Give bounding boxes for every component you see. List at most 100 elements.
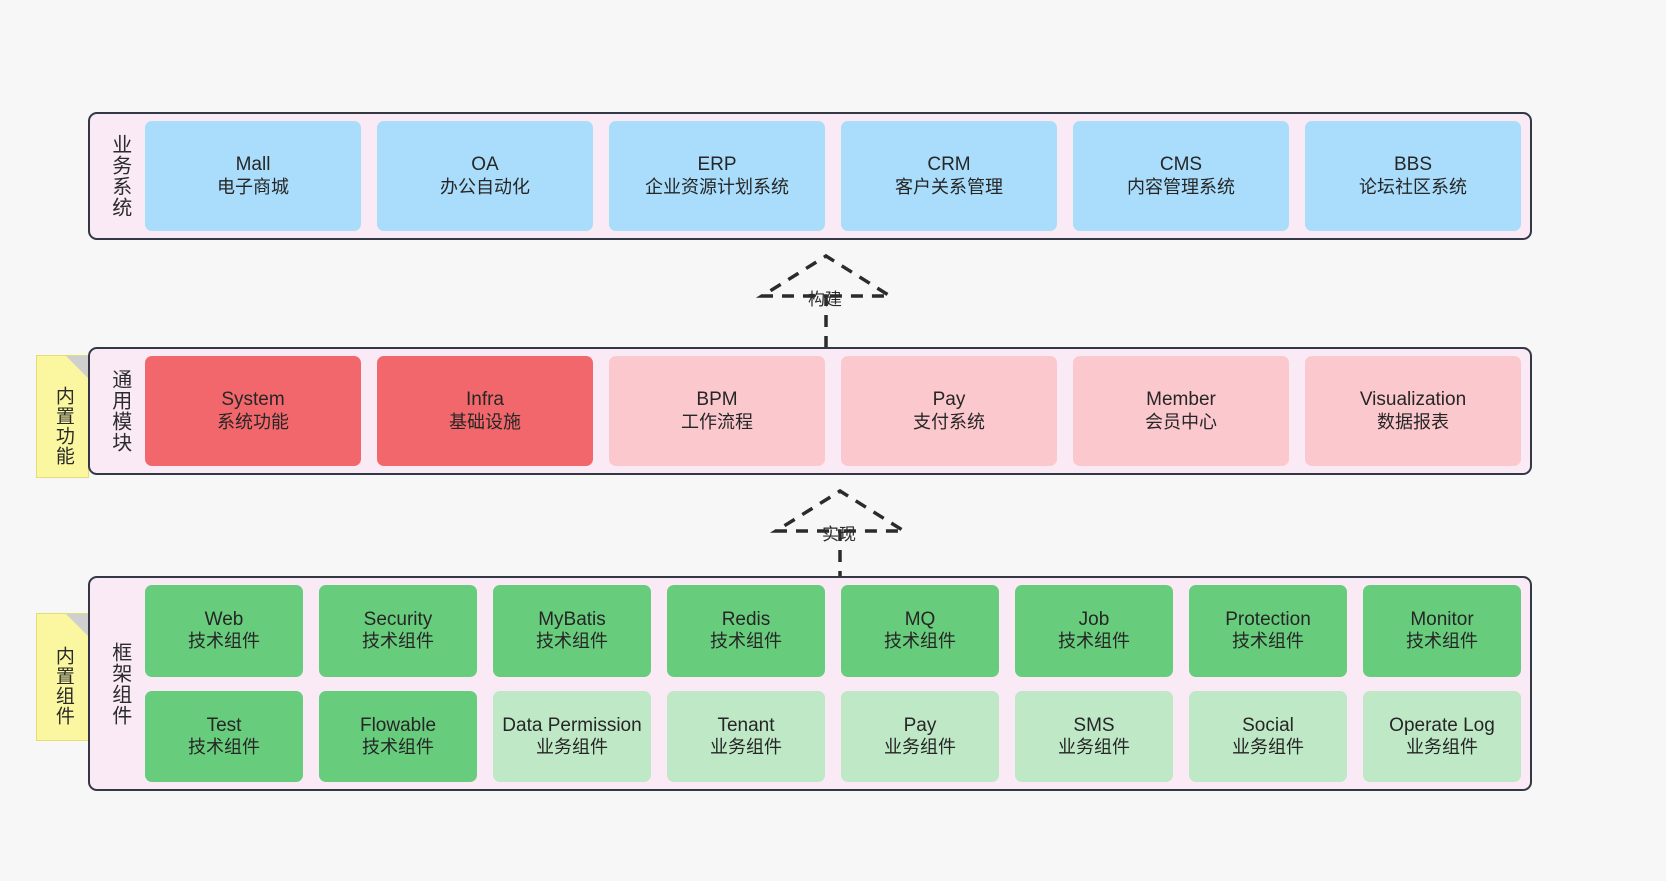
component-box-sms[interactable]: SMS 业务组件	[1015, 690, 1173, 782]
module-title: CMS	[1159, 154, 1203, 176]
module-box-cms[interactable]: CMS 内容管理系统	[1073, 121, 1289, 231]
section-label-common-modules: 通用模块	[108, 369, 131, 453]
component-subtitle: 技术组件	[884, 631, 956, 652]
section-common-modules: 通用模块 System 系统功能 Infra 基础设施 BPM 工作流程 Pay…	[88, 347, 1532, 475]
component-title: SMS	[1073, 714, 1115, 736]
module-box-mall[interactable]: Mall 电子商城	[145, 121, 361, 231]
module-title: BBS	[1393, 154, 1433, 176]
module-title: Member	[1146, 389, 1216, 411]
connector-implement-arrow	[769, 488, 911, 583]
component-title: Operate Log	[1389, 714, 1495, 736]
connector-build-arrow	[755, 253, 897, 348]
component-title: Flowable	[359, 714, 437, 736]
module-subtitle: 数据报表	[1377, 411, 1449, 432]
component-subtitle: 技术组件	[1232, 631, 1304, 652]
component-subtitle: 技术组件	[188, 631, 260, 652]
component-box-security[interactable]: Security 技术组件	[319, 585, 477, 677]
component-box-mq[interactable]: MQ 技术组件	[841, 585, 999, 677]
component-subtitle: 技术组件	[536, 631, 608, 652]
module-box-member[interactable]: Member 会员中心	[1073, 356, 1289, 466]
component-title: Tenant	[717, 714, 775, 736]
component-title: MyBatis	[538, 609, 606, 631]
component-subtitle: 业务组件	[884, 736, 956, 757]
section-label-framework-components: 框架组件	[108, 641, 131, 726]
module-title: BPM	[696, 389, 738, 411]
module-box-oa[interactable]: OA 办公自动化	[377, 121, 593, 231]
module-subtitle: 工作流程	[681, 411, 753, 432]
sticky-note-builtin-features: 内置功能	[36, 355, 89, 478]
component-title: Test	[206, 714, 242, 736]
component-title: Protection	[1225, 609, 1311, 631]
module-title: Infra	[465, 389, 505, 411]
module-box-bpm[interactable]: BPM 工作流程	[609, 356, 825, 466]
module-subtitle: 系统功能	[217, 411, 289, 432]
component-box-pay[interactable]: Pay 业务组件	[841, 690, 999, 782]
component-title: Pay	[903, 714, 937, 736]
module-subtitle: 电子商城	[217, 176, 289, 197]
connector-implement: 实现	[769, 487, 920, 587]
component-title: Data Permission	[502, 714, 642, 736]
component-subtitle: 技术组件	[1058, 631, 1130, 652]
component-subtitle: 技术组件	[362, 631, 434, 652]
component-subtitle: 业务组件	[536, 736, 608, 757]
box-row: Web 技术组件 Security 技术组件 MyBatis 技术组件 Redi…	[145, 585, 1521, 677]
module-box-bbs[interactable]: BBS 论坛社区系统	[1305, 121, 1521, 231]
component-box-operate-log[interactable]: Operate Log 业务组件	[1363, 690, 1521, 782]
component-box-flowable[interactable]: Flowable 技术组件	[319, 690, 477, 782]
component-subtitle: 技术组件	[362, 736, 434, 757]
module-subtitle: 论坛社区系统	[1359, 176, 1467, 197]
component-subtitle: 业务组件	[1406, 736, 1478, 757]
component-box-monitor[interactable]: Monitor 技术组件	[1363, 585, 1521, 677]
component-box-data-permission[interactable]: Data Permission 业务组件	[493, 690, 651, 782]
module-box-crm[interactable]: CRM 客户关系管理	[841, 121, 1057, 231]
module-title: ERP	[697, 154, 737, 176]
sticky-note-builtin-components: 内置组件	[36, 613, 89, 741]
module-box-infra[interactable]: Infra 基础设施	[377, 356, 593, 466]
module-subtitle: 客户关系管理	[895, 176, 1003, 197]
component-box-protection[interactable]: Protection 技术组件	[1189, 585, 1347, 677]
connector-implement-label: 实现	[822, 525, 856, 544]
module-subtitle: 支付系统	[913, 411, 985, 432]
module-subtitle: 办公自动化	[440, 176, 530, 197]
module-box-erp[interactable]: ERP 企业资源计划系统	[609, 121, 825, 231]
section-body-framework-components: Web 技术组件 Security 技术组件 MyBatis 技术组件 Redi…	[139, 585, 1521, 782]
component-subtitle: 技术组件	[1406, 631, 1478, 652]
component-subtitle: 技术组件	[188, 736, 260, 757]
component-box-mybatis[interactable]: MyBatis 技术组件	[493, 585, 651, 677]
component-title: Monitor	[1410, 609, 1474, 631]
component-title: Job	[1078, 609, 1110, 631]
component-subtitle: 业务组件	[710, 736, 782, 757]
component-box-web[interactable]: Web 技术组件	[145, 585, 303, 677]
module-title: Mall	[235, 154, 271, 176]
module-subtitle: 内容管理系统	[1127, 176, 1235, 197]
component-box-test[interactable]: Test 技术组件	[145, 690, 303, 782]
section-body-common-modules: System 系统功能 Infra 基础设施 BPM 工作流程 Pay 支付系统…	[139, 356, 1521, 466]
module-title: CRM	[927, 154, 971, 176]
section-label-business-systems: 业务系统	[108, 134, 131, 218]
module-subtitle: 会员中心	[1145, 411, 1217, 432]
module-subtitle: 企业资源计划系统	[645, 176, 789, 197]
component-title: Redis	[721, 609, 771, 631]
module-box-visualization[interactable]: Visualization 数据报表	[1305, 356, 1521, 466]
section-framework-components: 框架组件 Web 技术组件 Security 技术组件 MyBatis 技术组件…	[88, 576, 1532, 791]
component-box-job[interactable]: Job 技术组件	[1015, 585, 1173, 677]
module-box-pay[interactable]: Pay 支付系统	[841, 356, 1057, 466]
component-box-social[interactable]: Social 业务组件	[1189, 690, 1347, 782]
box-row: Test 技术组件 Flowable 技术组件 Data Permission …	[145, 690, 1521, 782]
component-box-tenant[interactable]: Tenant 业务组件	[667, 690, 825, 782]
module-title: System	[221, 389, 285, 411]
module-subtitle: 基础设施	[449, 411, 521, 432]
module-box-system[interactable]: System 系统功能	[145, 356, 361, 466]
section-body-business-systems: Mall 电子商城 OA 办公自动化 ERP 企业资源计划系统 CRM 客户关系…	[139, 121, 1521, 231]
box-row: System 系统功能 Infra 基础设施 BPM 工作流程 Pay 支付系统…	[145, 356, 1521, 466]
connector-build-label: 构建	[808, 290, 842, 309]
component-title: MQ	[904, 609, 936, 631]
box-row: Mall 电子商城 OA 办公自动化 ERP 企业资源计划系统 CRM 客户关系…	[145, 121, 1521, 231]
module-title: Pay	[932, 389, 966, 411]
section-business-systems: 业务系统 Mall 电子商城 OA 办公自动化 ERP 企业资源计划系统 CRM…	[88, 112, 1532, 240]
component-title: Security	[363, 609, 433, 631]
module-title: Visualization	[1359, 389, 1467, 411]
connector-build: 构建	[755, 252, 906, 352]
component-box-redis[interactable]: Redis 技术组件	[667, 585, 825, 677]
component-subtitle: 技术组件	[710, 631, 782, 652]
